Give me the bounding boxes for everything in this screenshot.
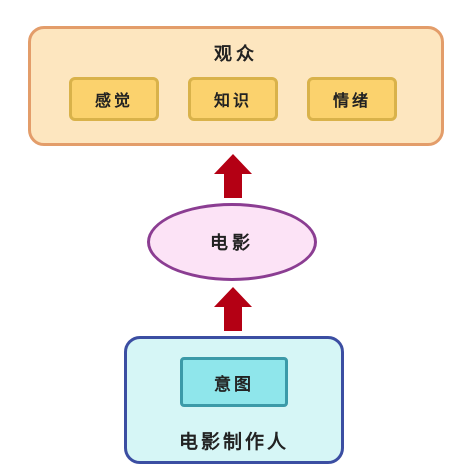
film-node: 电影 [147, 203, 317, 281]
intent-box: 意图 [180, 357, 288, 407]
audience-title: 观众 [214, 44, 258, 65]
audience-panel: 观众 感觉 知识 情绪 [28, 26, 444, 146]
arrow-up-icon [214, 154, 252, 198]
audience-item-emotion: 情绪 [307, 77, 397, 121]
audience-item-perception: 感觉 [69, 77, 159, 121]
arrow-up-icon [214, 287, 252, 331]
filmmaker-label: 电影制作人 [178, 431, 289, 453]
filmmaker-panel: 意图 电影制作人 [124, 336, 344, 464]
audience-item-knowledge: 知识 [188, 77, 278, 121]
